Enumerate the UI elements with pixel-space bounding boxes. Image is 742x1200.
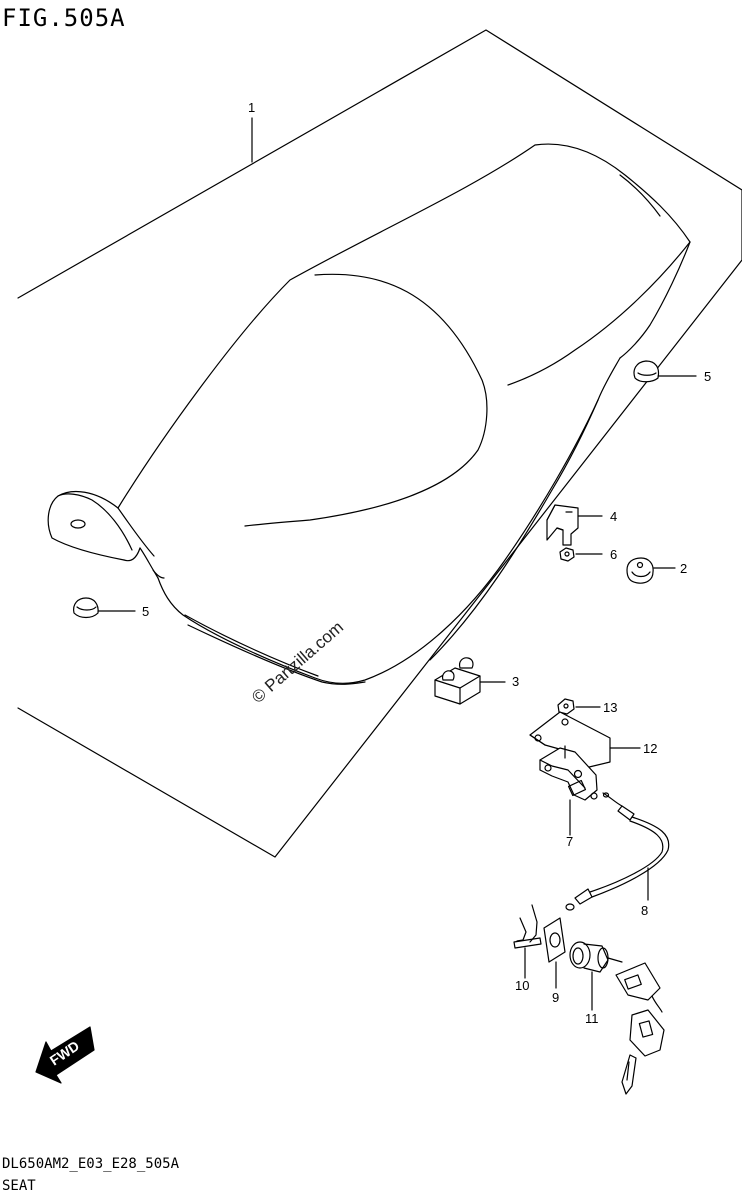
diagram-code: DL650AM2_E03_E28_505A [2, 1156, 180, 1172]
assembly-outline [18, 30, 742, 857]
diagram-name: SEAT [2, 1178, 36, 1194]
nut-part-6[interactable] [560, 548, 602, 561]
nut-part-13[interactable] [558, 699, 600, 714]
retainer-part-9[interactable] [544, 918, 565, 988]
plate-part-12[interactable] [530, 712, 640, 768]
callout-11: 11 [585, 1011, 599, 1026]
watermark: © Partzilla.com [248, 618, 347, 707]
cushion-part-5-left[interactable] [74, 598, 135, 618]
lock-part-11[interactable] [570, 942, 664, 1094]
callout-5-left: 5 [142, 604, 149, 619]
bracket-part-4[interactable] [547, 505, 602, 545]
figure-title: FIG.505A [2, 4, 126, 32]
latch-part-7[interactable] [540, 746, 597, 835]
cushion-part-5-right[interactable] [634, 361, 696, 382]
clip-part-10[interactable] [514, 905, 541, 978]
callout-10: 10 [515, 978, 529, 993]
cable-part-8[interactable] [566, 793, 669, 910]
seat-part-1[interactable] [48, 144, 690, 684]
callout-13: 13 [603, 700, 617, 715]
callout-5-right: 5 [704, 369, 711, 384]
callout-3: 3 [512, 674, 519, 689]
callout-1: 1 [248, 100, 255, 115]
callout-8: 8 [641, 903, 648, 918]
block-part-3[interactable] [435, 658, 505, 704]
fwd-arrow-icon [36, 1027, 94, 1083]
callout-4: 4 [610, 509, 617, 524]
callout-12: 12 [643, 741, 657, 756]
callout-7: 7 [566, 834, 573, 849]
callout-9: 9 [552, 990, 559, 1005]
callout-6: 6 [610, 547, 617, 562]
callout-2: 2 [680, 561, 687, 576]
cushion-part-2[interactable] [627, 558, 675, 583]
